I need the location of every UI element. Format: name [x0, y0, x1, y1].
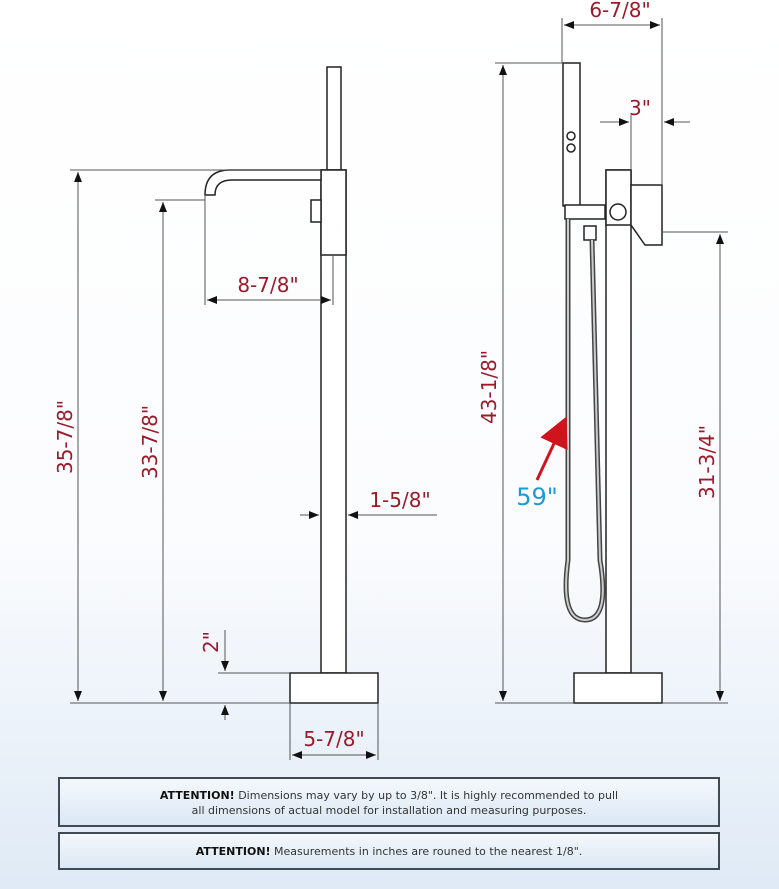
dim-top-width: 6-7/8": [589, 0, 650, 22]
note-text: Measurements in inches are rouned to the…: [270, 845, 583, 858]
dim-handle-offset: 3": [629, 96, 651, 120]
dim-base-height: 2": [199, 631, 223, 653]
faucet-diagram: 35-7/8" 33-7/8" 8-7/8" 1-5/8" 2" 5-7/8" …: [53, 0, 728, 760]
attention-note-rounding: ATTENTION! Measurements in inches are ro…: [58, 832, 720, 870]
dim-pipe-diameter: 1-5/8": [369, 488, 430, 512]
attention-label: ATTENTION!: [159, 789, 235, 802]
note-text: Dimensions may vary by up to 3/8". It is…: [234, 789, 619, 802]
right-faucet-drawing: [562, 62, 663, 704]
dim-handle-height: 31-3/4": [695, 425, 719, 499]
dim-spout-reach: 8-7/8": [237, 273, 298, 297]
left-faucet-drawing: [204, 66, 379, 704]
dim-base-width: 5-7/8": [303, 727, 364, 751]
dim-left-spout-height: 33-7/8": [138, 405, 162, 479]
note-text-line2: all dimensions of actual model for insta…: [191, 804, 587, 817]
dim-left-total-height: 35-7/8": [53, 400, 77, 474]
dimension-lines: [70, 18, 728, 760]
attention-label: ATTENTION!: [195, 845, 271, 858]
dim-right-total-height: 43-1/8": [477, 350, 501, 424]
hose-arrow: [535, 416, 568, 481]
hose-length-label: 59": [516, 483, 558, 511]
attention-note-dimensions: ATTENTION! Dimensions may vary by up to …: [58, 777, 720, 827]
